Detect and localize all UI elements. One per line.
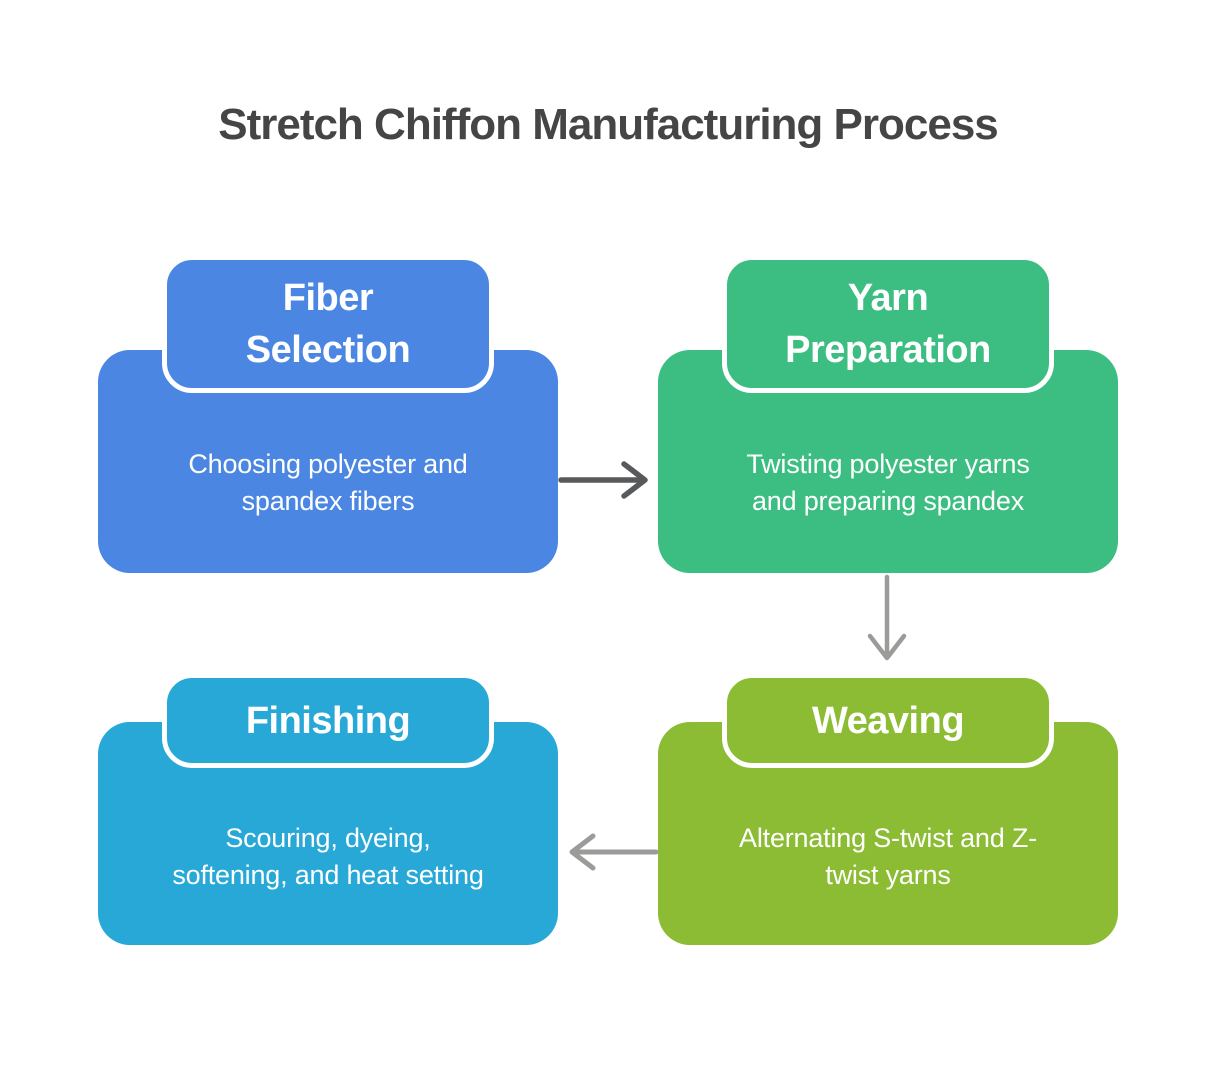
node-finishing-description: Scouring, dyeing, softening, and heat se…: [172, 822, 484, 890]
diagram-title: Stretch Chiffon Manufacturing Process: [218, 100, 999, 149]
arrow-left-icon: [569, 833, 659, 871]
node-weaving-header: Weaving: [722, 673, 1054, 768]
node-finishing-header: Finishing: [162, 673, 494, 768]
node-fiber-selection-header: Fiber Selection: [162, 255, 494, 393]
node-fiber-selection-description: Choosing polyester and spandex fibers: [188, 449, 468, 516]
node-finishing-title: Finishing: [245, 699, 411, 742]
arrow-down-icon: [867, 574, 907, 661]
node-weaving-title: Weaving: [811, 699, 965, 742]
node-yarn-preparation-description: Twisting polyester yarns and preparing s…: [746, 449, 1030, 516]
node-yarn-preparation-header: Yarn Preparation: [722, 255, 1054, 393]
node-fiber-selection-title: Fiber Selection: [245, 277, 411, 371]
arrow-right-icon: [558, 461, 648, 499]
node-yarn-preparation-title: Yarn Preparation: [785, 277, 991, 371]
node-weaving-description: Alternating S-twist and Z- twist yarns: [739, 822, 1037, 890]
